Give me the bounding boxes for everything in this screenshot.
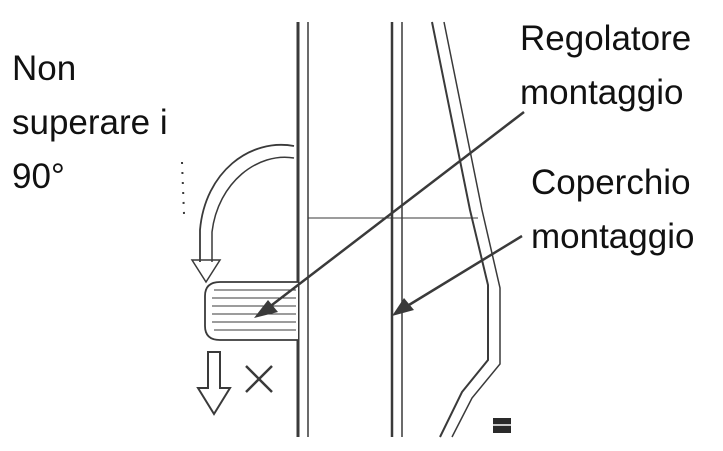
down-arrow-icon — [196, 351, 232, 416]
rotation-warning-label: Non superare i 90° — [12, 42, 168, 204]
regulator-leader-line — [254, 111, 525, 318]
regulator-label-line-2: montaggio — [520, 73, 684, 112]
rotation-warning-line-3: 90° — [12, 157, 65, 196]
regulator-label: Regolatore montaggio — [520, 12, 691, 120]
cover-label: Coperchio montaggio — [531, 156, 694, 264]
mounting-cover-profile — [431, 21, 511, 438]
rotation-warning-line-2: superare i — [12, 103, 168, 142]
regulator-label-line-1: Regolatore — [520, 19, 692, 58]
mounting-plate — [296, 22, 478, 437]
regulator-knob — [204, 281, 298, 341]
rotation-warning-line-1: Non — [12, 49, 77, 88]
curved-arrow-icon — [181, 143, 295, 284]
cover-leader-line — [392, 234, 523, 316]
cross-icon — [245, 365, 273, 393]
cover-label-line-2: montaggio — [531, 217, 695, 256]
cover-label-line-1: Coperchio — [531, 163, 691, 202]
